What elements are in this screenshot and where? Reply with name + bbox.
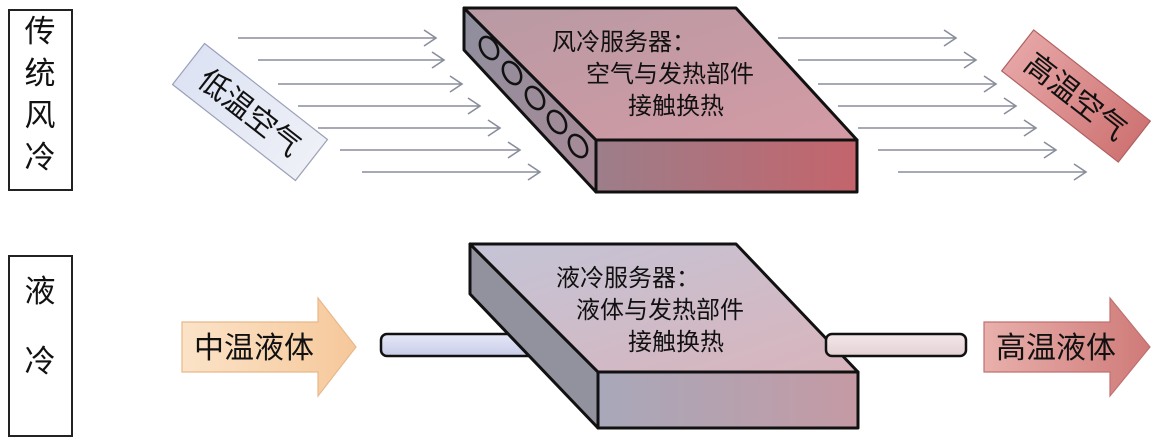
server-front-face <box>594 138 859 194</box>
vent-hole <box>524 85 546 111</box>
vent-hole <box>478 35 500 61</box>
vent-hole <box>567 133 589 159</box>
server-front-face <box>596 370 860 430</box>
flow-arrow <box>340 141 522 159</box>
flow-arrow <box>298 97 482 115</box>
liquid-outlet-arrow: 高温液体 <box>983 296 1151 398</box>
liquid-server-title: 液冷服务器： <box>556 264 700 292</box>
air-server-line-3: 接触换热 <box>628 92 724 120</box>
liquid-section-label: 液冷 <box>25 274 56 380</box>
air-section-label: 传统风冷 <box>25 14 56 176</box>
liquid-server-line-2: 液体与发热部件 <box>576 296 744 324</box>
air-inlet-flow-arrows <box>238 29 542 181</box>
liquid-outlet-pipe <box>824 332 968 358</box>
flow-arrow <box>238 29 438 47</box>
flow-arrow <box>318 119 502 137</box>
flow-arrow <box>838 97 1018 115</box>
air-section-label-box <box>8 9 73 191</box>
flow-arrow <box>858 119 1038 137</box>
flow-arrow <box>778 29 958 47</box>
air-server-line-2: 空气与发热部件 <box>586 60 754 88</box>
liquid-cooling-section: 液冷 中温液体 液冷服务器： 液体与发热部件 接触换热 高温液体 <box>8 242 1151 437</box>
vent-hole <box>501 60 523 86</box>
liquid-outlet-label: 高温液体 <box>996 331 1116 366</box>
air-outlet-flow-arrows <box>778 29 1088 181</box>
liquid-section-label-box <box>8 255 73 437</box>
air-outlet-tag: 高温空气 <box>1000 29 1152 163</box>
flow-arrow <box>798 51 978 69</box>
flow-arrow <box>898 163 1088 181</box>
liquid-cooled-server: 液冷服务器： 液体与发热部件 接触换热 <box>468 242 860 430</box>
flow-arrow <box>362 163 542 181</box>
air-cooling-section: 传统风冷 低温空气 <box>8 6 1152 194</box>
vent-hole <box>546 109 568 135</box>
liquid-inlet-arrow: 中温液体 <box>181 296 357 398</box>
flow-arrow <box>278 75 464 93</box>
liquid-server-line-3: 接触换热 <box>628 328 724 356</box>
air-inlet-tag: 低温空气 <box>171 42 329 182</box>
flow-arrow <box>878 141 1058 159</box>
fan-vents <box>478 35 589 159</box>
flow-arrow <box>258 51 446 69</box>
flow-arrow <box>818 75 998 93</box>
air-server-title: 风冷服务器： <box>552 28 696 56</box>
liquid-inlet-label: 中温液体 <box>194 331 314 366</box>
air-cooled-server: 风冷服务器： 空气与发热部件 接触换热 <box>462 6 859 194</box>
